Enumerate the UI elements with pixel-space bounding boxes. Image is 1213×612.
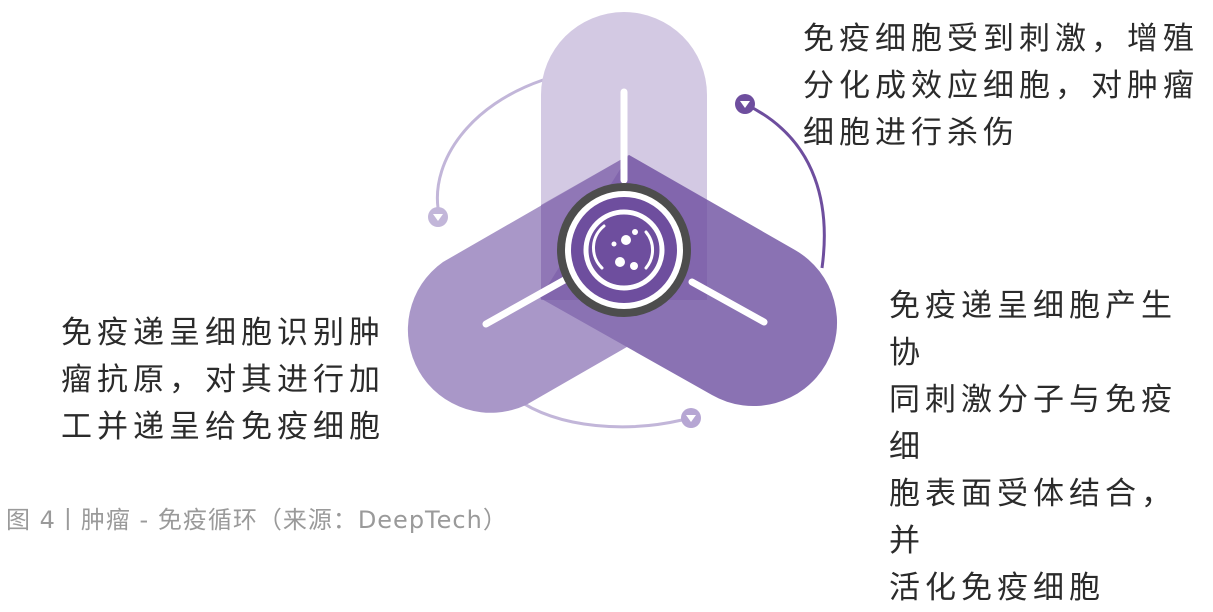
cell-organelle xyxy=(621,235,631,245)
cell-icon xyxy=(557,183,691,317)
cell-organelle xyxy=(630,262,638,270)
arrow-head-right-icon xyxy=(740,101,750,108)
tumor-immunity-cycle-diagram xyxy=(407,12,838,429)
channel-right xyxy=(688,278,768,326)
channel-left xyxy=(482,274,572,328)
step-label-effector-killing: 免疫细胞受到刺激，增殖 分化成效应细胞，对肿瘤 细胞进行杀伤 xyxy=(803,21,1199,151)
cell-inner-arc-right xyxy=(644,230,654,270)
figure-caption: 图 4丨肿瘤 - 免疫循环（来源：DeepTech） xyxy=(6,506,508,534)
cell-organelle xyxy=(632,229,638,235)
cell-organelle xyxy=(611,241,617,247)
step-label-antigen-presentation: 免疫递呈细胞识别肿 瘤抗原，对其进行加 工并递呈给免疫细胞 xyxy=(61,315,385,445)
cell-organelle xyxy=(615,257,625,267)
cell-inner-arc xyxy=(591,224,606,270)
arrow-head-left-icon xyxy=(433,214,443,221)
channel-lines xyxy=(482,88,768,328)
cell-membrane xyxy=(583,209,665,291)
cycle-arrows xyxy=(428,78,826,429)
step-label-costimulation-activation: 免疫递呈细胞产生协 同刺激分子与免疫细 胞表面受体结合，并 活化免疫细胞 xyxy=(889,288,1177,606)
arrow-path-bottom xyxy=(514,396,683,429)
arrow-path-top-left xyxy=(435,78,544,209)
arrow-head-bottom-icon xyxy=(686,415,696,422)
arrow-path-right xyxy=(744,102,826,269)
